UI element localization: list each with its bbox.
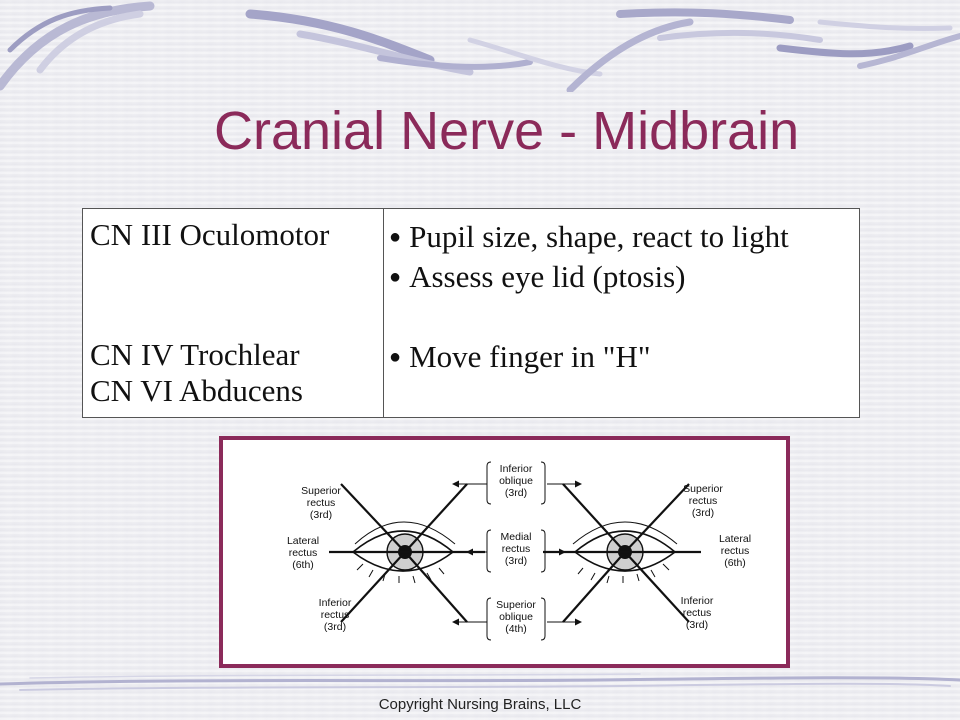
- label-right-superior-rectus-1: Superior: [683, 483, 723, 495]
- assessment-text: Assess eye lid (ptosis): [409, 259, 686, 294]
- label-left-lateral-rectus-1: Lateral: [287, 535, 319, 547]
- label-right-inferior-rectus-1: Inferior: [681, 595, 714, 607]
- label-right-inferior-rectus-3: (3rd): [686, 619, 708, 631]
- nerve-column: CN III Oculomotor CN IV Trochlear CN VI …: [83, 209, 384, 417]
- nerve-cn-iv: CN IV Trochlear: [90, 337, 300, 372]
- eye-muscle-svg: Inferior oblique (3rd) Medial rectus (3r…: [287, 461, 751, 641]
- label-inferior-oblique-1: Inferior: [500, 463, 533, 475]
- assessment-column: ● Pupil size, shape, react to light ● Asse…: [384, 209, 859, 417]
- label-right-lateral-rectus-3: (6th): [724, 557, 746, 569]
- nerve-assessment-table: CN III Oculomotor CN IV Trochlear CN VI …: [82, 208, 860, 418]
- slide-title: Cranial Nerve - Midbrain: [214, 101, 800, 161]
- label-left-inferior-rectus-1: Inferior: [319, 597, 352, 609]
- label-right-superior-rectus-2: rectus: [689, 495, 718, 507]
- nerve-cn-vi: CN VI Abducens: [90, 373, 303, 408]
- eye-muscle-diagram: Inferior oblique (3rd) Medial rectus (3r…: [219, 436, 790, 668]
- assessment-item: ● Move finger in "H": [389, 339, 651, 378]
- top-swoosh-decoration: [0, 1, 960, 92]
- assessment-text: Move finger in "H": [409, 339, 651, 374]
- label-left-superior-rectus-2: rectus: [307, 497, 336, 509]
- label-left-inferior-rectus-2: rectus: [321, 609, 350, 621]
- label-medial-rectus-3: (3rd): [505, 555, 527, 567]
- copyright-footer: Copyright Nursing Brains, LLC: [378, 696, 582, 713]
- label-right-inferior-rectus-2: rectus: [683, 607, 712, 619]
- nerve-cn-iii: CN III Oculomotor: [90, 217, 330, 252]
- label-medial-rectus-1: Medial: [501, 531, 532, 543]
- bullet-icon: ●: [389, 345, 402, 368]
- label-right-lateral-rectus-2: rectus: [721, 545, 750, 557]
- bullet-icon: ●: [389, 225, 402, 248]
- label-superior-oblique-1: Superior: [496, 599, 536, 611]
- label-left-superior-rectus-3: (3rd): [310, 509, 332, 521]
- assessment-text: Pupil size, shape, react to light: [409, 219, 789, 254]
- label-superior-oblique-2: oblique: [499, 611, 533, 623]
- label-inferior-oblique-2: oblique: [499, 475, 533, 487]
- bottom-swoosh-decoration: [0, 673, 960, 691]
- label-left-superior-rectus-1: Superior: [301, 485, 341, 497]
- label-inferior-oblique-3: (3rd): [505, 487, 527, 499]
- assessment-item: ● Assess eye lid (ptosis): [389, 259, 686, 298]
- assessment-item: ● Pupil size, shape, react to light: [389, 219, 789, 258]
- label-left-inferior-rectus-3: (3rd): [324, 621, 346, 633]
- label-left-lateral-rectus-3: (6th): [292, 559, 314, 571]
- label-left-lateral-rectus-2: rectus: [289, 547, 318, 559]
- label-superior-oblique-3: (4th): [505, 623, 527, 635]
- label-right-lateral-rectus-1: Lateral: [719, 533, 751, 545]
- label-medial-rectus-2: rectus: [502, 543, 531, 555]
- bullet-icon: ●: [389, 265, 402, 288]
- label-right-superior-rectus-3: (3rd): [692, 507, 714, 519]
